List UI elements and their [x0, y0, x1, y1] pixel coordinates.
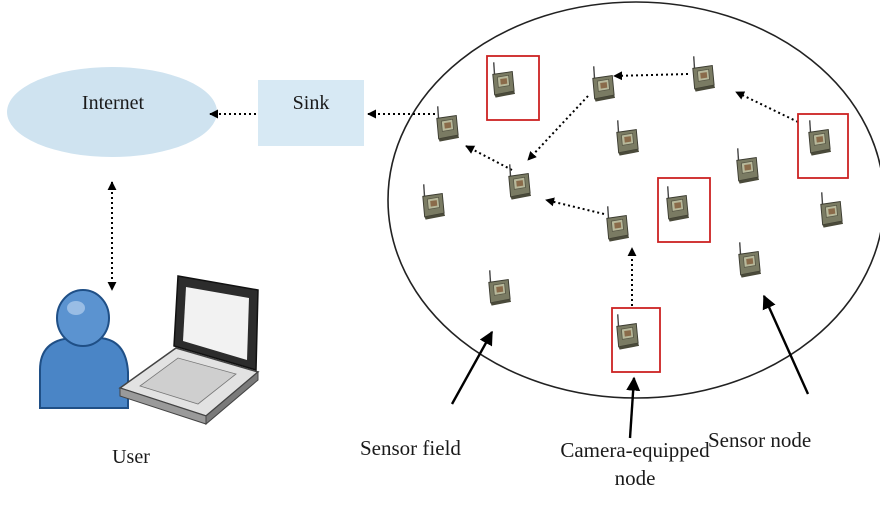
- sensor-node-icon: [820, 191, 844, 228]
- sensor-node-icon: [592, 65, 616, 102]
- user-icon: [39, 289, 129, 409]
- sensor-node-icon: [738, 241, 762, 278]
- sensor-node-icon: [666, 185, 690, 222]
- sensor-node-icon: [492, 61, 516, 98]
- sensor-node-icon: [736, 147, 760, 184]
- dotted-arrows: [107, 71, 799, 306]
- sensor-field-ellipse: [387, 1, 880, 399]
- user-label: User: [112, 446, 150, 468]
- sink-box: [258, 80, 364, 146]
- sensor-node-icon: [606, 205, 630, 242]
- sensor-node-label: Sensor node: [708, 428, 812, 452]
- laptop-icon: [118, 275, 260, 426]
- internet-cloud: [7, 67, 217, 157]
- sensor-node-icon: [488, 269, 512, 306]
- sensor-field-label: Sensor field: [360, 436, 461, 460]
- pointer-arrows: [450, 294, 810, 439]
- sensor-node-icon: [436, 105, 460, 142]
- internet-label: Internet: [81, 92, 145, 114]
- sensor-node-icon: [616, 313, 640, 350]
- sensor-node-icon: [422, 183, 446, 220]
- sensor-node-icon: [808, 119, 832, 156]
- camera-node-boxes: [486, 55, 849, 373]
- sink-label: Sink: [292, 92, 330, 114]
- sensor-node-icon: [616, 119, 640, 156]
- camera-node-label: Camera-equipped node: [560, 438, 710, 490]
- sensor-node-icon: [692, 55, 716, 92]
